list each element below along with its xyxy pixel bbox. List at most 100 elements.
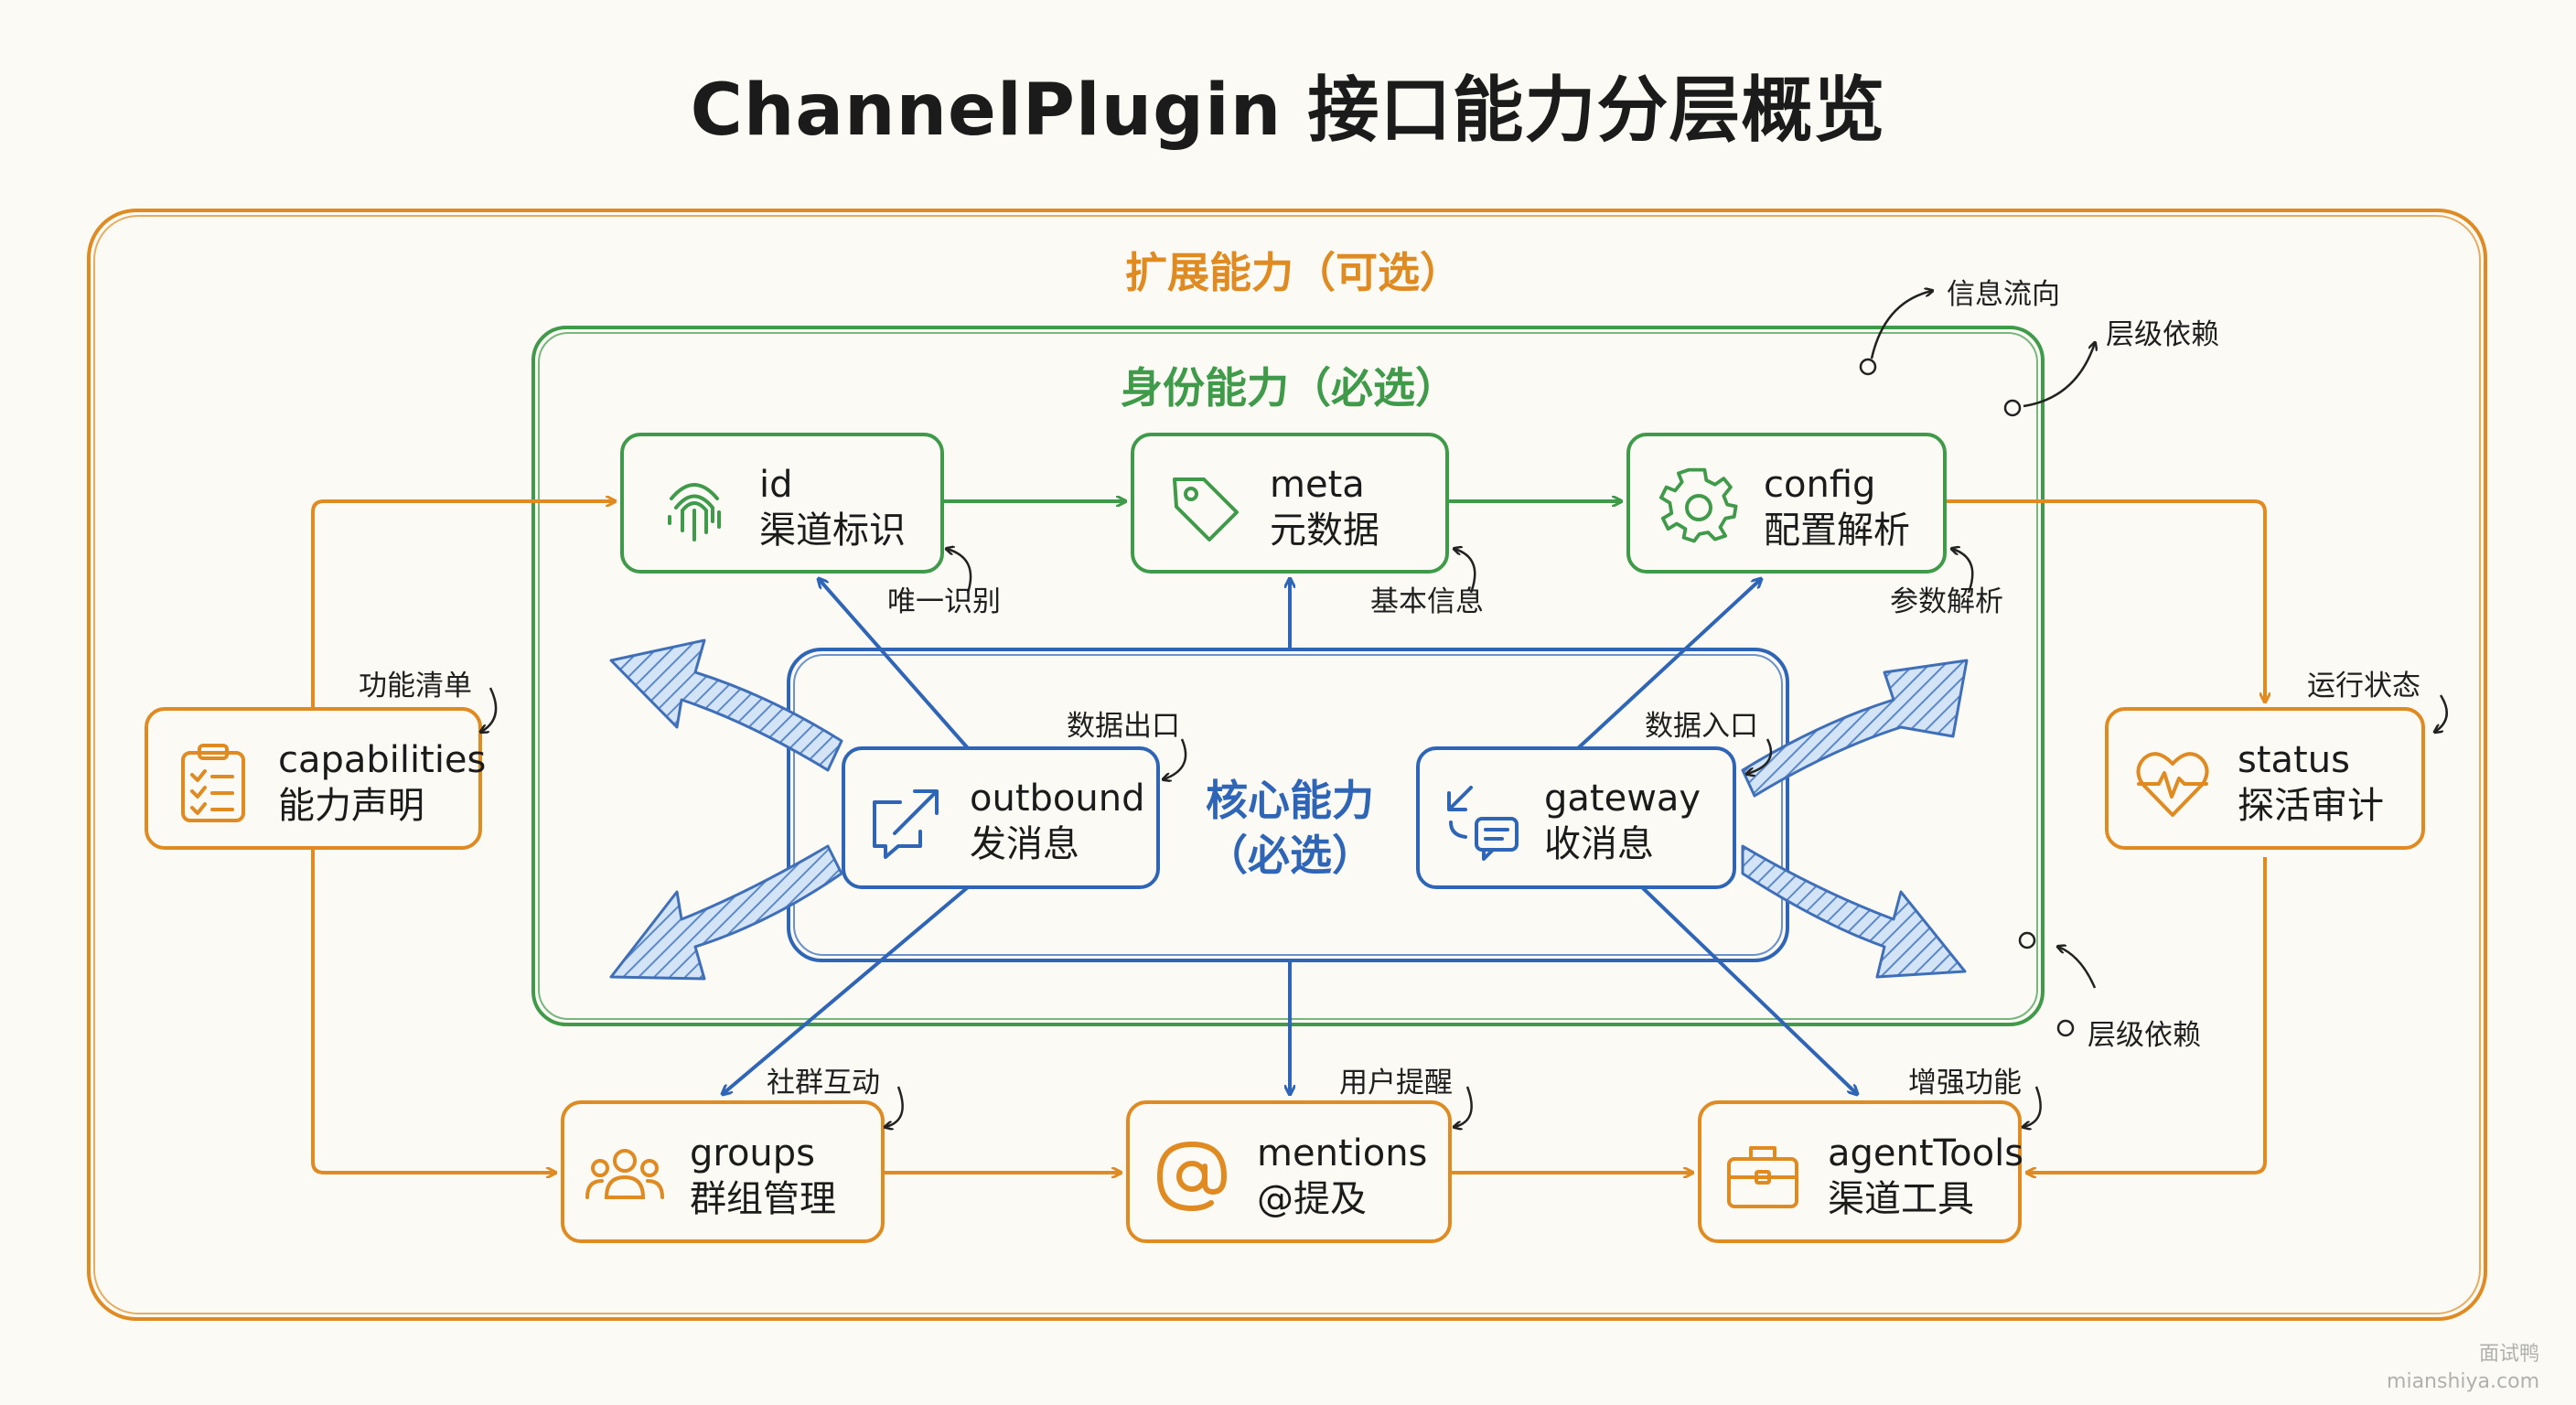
- legend-dot-info-flow: [1859, 358, 1877, 376]
- big-arrow-lower-right: [1741, 844, 1967, 979]
- arrow-gateway-to-config: [1576, 579, 1761, 750]
- mentions-node-box: [1126, 1100, 1452, 1243]
- agenttools-node-box: [1698, 1100, 2022, 1243]
- arrow-outbound-to-id: [819, 579, 970, 750]
- inbox-message-icon: [1438, 780, 1520, 863]
- pointer-feature-list: [481, 687, 498, 732]
- fingerprint-icon: [653, 467, 735, 549]
- node-groups-zh: 群组管理: [690, 1178, 836, 1220]
- node-agenttools-en: agentTools: [1828, 1132, 2024, 1174]
- node-status-en: status: [2238, 739, 2350, 781]
- groups-node-box: [561, 1100, 885, 1243]
- toolbox-icon: [1722, 1135, 1804, 1217]
- arrow-gateway-to-agenttools: [1640, 885, 1857, 1094]
- identity-layer-label: 身份能力（必选）: [1121, 363, 1457, 413]
- node-capabilities: capabilities 能力声明: [172, 737, 486, 829]
- note-data-out: 数据出口: [1067, 710, 1180, 743]
- legend-info-flow-curve: [1870, 291, 1932, 359]
- status-node-box: [2105, 707, 2425, 850]
- legend-dot-layer-dep: [2003, 399, 2022, 417]
- pointer-data-out: [1164, 738, 1187, 779]
- arrow-outbound-to-groups: [723, 885, 970, 1094]
- arrow-config-to-status: [1947, 499, 2265, 702]
- node-meta-zh: 元数据: [1270, 509, 1379, 552]
- node-config-zh: 配置解析: [1764, 509, 1910, 552]
- pointer-user-remind: [1454, 1086, 1473, 1127]
- gateway-node-box: [1416, 746, 1736, 889]
- node-outbound: outbound 发消息: [864, 776, 1144, 867]
- legend-info-flow: 信息流向: [1947, 278, 2060, 311]
- node-outbound-en: outbound: [970, 778, 1145, 820]
- note-feature-list: 功能清单: [359, 670, 472, 702]
- send-outbound-icon: [864, 780, 946, 863]
- note-param-parse: 参数解析: [1890, 585, 2003, 618]
- arrow-capabilities-to-id: [311, 501, 615, 707]
- watermark: 面试鸭 mianshiya.com: [2387, 1341, 2539, 1396]
- core-layer-label-line1: 核心能力: [1206, 776, 1374, 825]
- arrow-status-to-agenttools: [2027, 857, 2267, 1173]
- pointer-enhance: [2023, 1086, 2042, 1127]
- node-gateway: gateway 收消息: [1438, 776, 1701, 867]
- node-id: id 渠道标识: [653, 462, 906, 553]
- arrow-capabilities-to-groups: [311, 850, 555, 1173]
- pointer-basic-info: [1454, 549, 1476, 594]
- node-gateway-zh: 收消息: [1544, 823, 1654, 865]
- outbound-node-box: [842, 746, 1160, 889]
- core-layer-label: 核心能力 （必选）: [1180, 773, 1400, 883]
- legend-layer-dep-curve: [2023, 343, 2095, 408]
- node-groups: groups 群组管理: [584, 1131, 836, 1222]
- node-mentions: mentions @提及: [1151, 1131, 1427, 1222]
- pointer-data-in: [1747, 738, 1773, 774]
- tag-icon: [1164, 467, 1246, 549]
- node-mentions-en: mentions: [1257, 1132, 1428, 1174]
- legend-dot-layer-dep-2: [2056, 1019, 2075, 1037]
- node-config: config 配置解析: [1658, 462, 1910, 553]
- node-status: status 探活审计: [2131, 737, 2384, 829]
- node-capabilities-en: capabilities: [278, 739, 487, 781]
- page-title: ChannelPlugin 接口能力分层概览: [690, 70, 1886, 152]
- node-id-zh: 渠道标识: [759, 509, 906, 552]
- node-meta-en: meta: [1270, 464, 1365, 506]
- at-sign-icon: [1151, 1135, 1233, 1217]
- big-arrow-lower-left: [609, 844, 843, 981]
- extension-layer-frame: [87, 209, 2487, 1321]
- node-agenttools-zh: 渠道工具: [1828, 1178, 1974, 1220]
- id-node-box: [620, 433, 944, 574]
- meta-node-box: [1131, 433, 1449, 574]
- pointer-unique-id: [947, 549, 972, 594]
- legend-layer-dep-2: 层级依赖: [2088, 1019, 2201, 1052]
- note-unique-id: 唯一识别: [887, 585, 1001, 618]
- watermark-line1: 面试鸭: [2478, 1343, 2539, 1366]
- pointer-social: [886, 1086, 904, 1127]
- core-layer-label-line2: （必选）: [1206, 831, 1374, 880]
- node-gateway-en: gateway: [1544, 778, 1701, 820]
- watermark-line2: mianshiya.com: [2387, 1370, 2539, 1393]
- note-enhance: 增强功能: [1908, 1067, 2022, 1099]
- legend-layer-dep: 层级依赖: [2106, 318, 2219, 351]
- big-arrow-upper-right: [1741, 659, 1969, 798]
- heartbeat-icon: [2131, 742, 2214, 824]
- note-run-status: 运行状态: [2307, 670, 2420, 702]
- node-mentions-zh: @提及: [1257, 1178, 1367, 1220]
- note-basic-info: 基本信息: [1370, 585, 1484, 618]
- note-user-remind: 用户提醒: [1339, 1067, 1453, 1099]
- pointer-param-parse: [1952, 549, 1974, 594]
- node-agenttools: agentTools 渠道工具: [1722, 1131, 2023, 1222]
- note-data-in: 数据入口: [1645, 710, 1758, 743]
- node-config-en: config: [1764, 464, 1876, 506]
- note-social: 社群互动: [767, 1067, 880, 1099]
- gear-icon: [1658, 467, 1740, 549]
- node-capabilities-zh: 能力声明: [278, 785, 424, 827]
- node-groups-en: groups: [690, 1132, 816, 1174]
- legend-dot-right-edge: [2018, 931, 2036, 949]
- extension-layer-label: 扩展能力（可选）: [1125, 248, 1462, 297]
- node-id-en: id: [759, 464, 793, 506]
- clipboard-checklist-icon: [172, 742, 254, 824]
- pointer-run-status: [2435, 694, 2448, 732]
- config-node-box: [1626, 433, 1947, 574]
- node-outbound-zh: 发消息: [970, 823, 1079, 865]
- node-meta: meta 元数据: [1164, 462, 1379, 553]
- big-arrow-upper-left: [609, 638, 843, 772]
- legend-layer-dep-curve-2: [2058, 947, 2097, 989]
